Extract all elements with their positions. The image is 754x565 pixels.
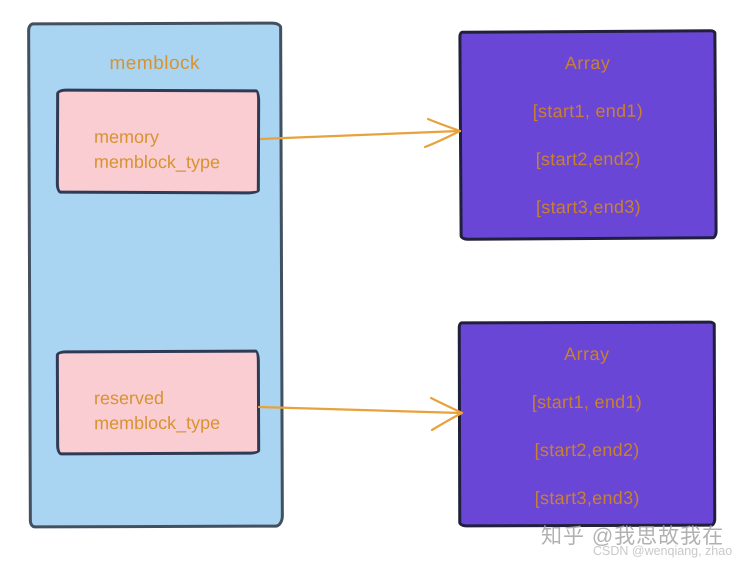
reserved-array-range-1: [start1, end1) bbox=[531, 391, 643, 413]
memory-array-title: Array bbox=[564, 52, 611, 74]
memory-array-range-2: [start2,end2) bbox=[535, 148, 641, 170]
reserved-memblock-type-box: reserved memblock_type bbox=[55, 349, 261, 456]
csdn-watermark: CSDN @wenqiang, zhao bbox=[593, 544, 733, 558]
memory-memblock-type-label: memory memblock_type bbox=[94, 125, 220, 175]
reserved-array-range-2: [start2,end2) bbox=[534, 439, 640, 461]
zhihu-watermark: 知乎 @我思故我在 bbox=[541, 525, 725, 548]
reserved-array-title: Array bbox=[564, 343, 610, 365]
memory-array-range-1: [start1, end1) bbox=[532, 100, 644, 122]
memory-label-line1: memory bbox=[93, 126, 160, 148]
reserved-array-box: Array [start1, end1) [start2,end2) [star… bbox=[457, 320, 717, 528]
memory-array-range-3: [start3,end3) bbox=[535, 196, 641, 218]
reserved-label-line2: memblock_type bbox=[94, 412, 221, 434]
reserved-array-range-3: [start3,end3) bbox=[534, 487, 640, 509]
reserved-memblock-type-label: reserved memblock_type bbox=[94, 386, 220, 436]
reserved-to-array-arrow bbox=[257, 396, 464, 432]
memory-memblock-type-box: memory memblock_type bbox=[55, 88, 261, 195]
memory-array-box: Array [start1, end1) [start2,end2) [star… bbox=[458, 29, 718, 241]
reserved-label-line1: reserved bbox=[93, 387, 165, 409]
memory-to-array-arrow bbox=[259, 117, 462, 149]
memblock-title: memblock bbox=[109, 52, 201, 75]
memory-label-line2: memblock_type bbox=[93, 151, 221, 173]
